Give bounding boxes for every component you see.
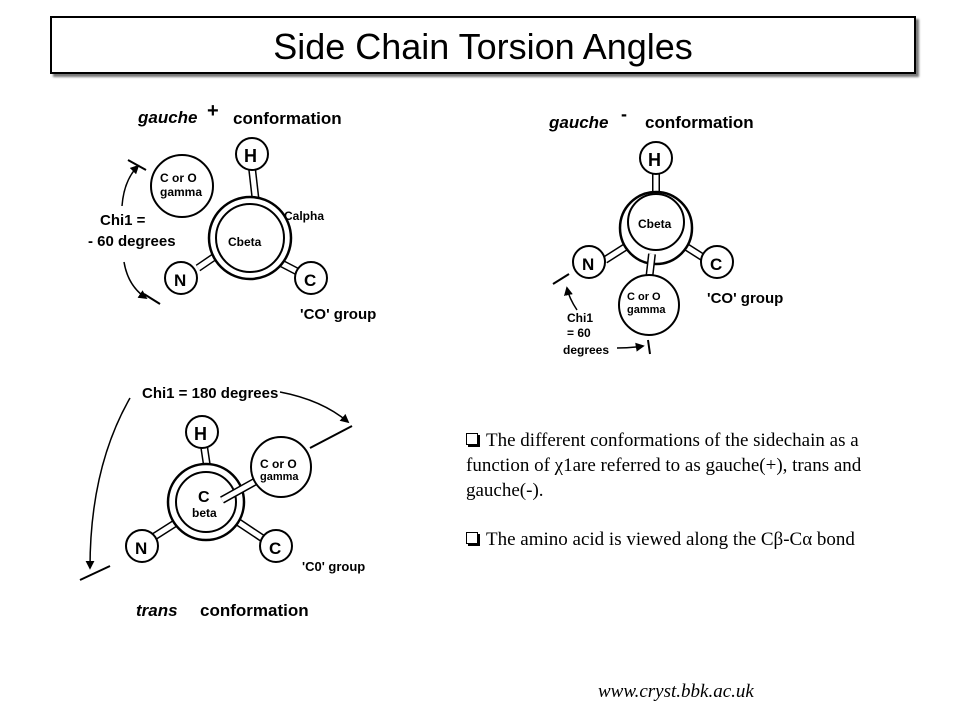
gp-calpha-label: Calpha xyxy=(284,209,324,223)
gp-arrow-down xyxy=(123,261,148,299)
checkbox-bullet-icon xyxy=(466,532,478,544)
gp-c-label: C xyxy=(304,271,316,290)
gauche-plus-diagram: gauche + conformation Cbeta Calpha H C o… xyxy=(88,100,376,323)
tr-n-label: N xyxy=(135,539,147,558)
tr-co-group: 'C0' group xyxy=(302,559,365,574)
bullet-text: The different conformations of the sidec… xyxy=(466,430,862,501)
trans-diagram: Chi1 = 180 degrees C beta H C or O gamma… xyxy=(79,385,365,620)
tr-arrow-right xyxy=(279,391,350,424)
page-title: Side Chain Torsion Angles xyxy=(273,26,693,67)
gp-side-atom xyxy=(150,154,214,218)
gauche-plus-conformation: conformation xyxy=(233,109,342,128)
tr-n-atom xyxy=(125,529,159,563)
gauche-plus-word: gauche xyxy=(137,108,198,127)
checkbox-bullet-icon xyxy=(466,433,478,445)
gp-arrow-up xyxy=(121,164,140,207)
bullet-item: The different conformations of the sidec… xyxy=(466,428,886,503)
gm-co-group: 'CO' group xyxy=(707,290,783,307)
gp-side-line2: gamma xyxy=(160,185,202,199)
tr-cbeta-circle xyxy=(175,471,237,533)
gauche-minus-diagram: gauche - conformation Cbeta H N C C or O… xyxy=(548,104,783,357)
title-box: Side Chain Torsion Angles xyxy=(50,16,916,74)
tr-h-atom xyxy=(185,415,219,449)
gauche-plus-sign: + xyxy=(207,100,219,122)
gm-center-label: Cbeta xyxy=(638,217,672,231)
bullet-item: The amino acid is viewed along the Cβ-Cα… xyxy=(466,527,886,552)
gm-tick-bottom xyxy=(647,339,651,355)
gm-h-atom xyxy=(639,141,673,175)
gm-tick-left xyxy=(552,273,570,285)
gm-h-label: H xyxy=(648,150,661,170)
gp-chi-line1: Chi1 = xyxy=(100,212,146,229)
gp-cbeta-circle xyxy=(215,203,285,273)
bullet-list: The different conformations of the sidec… xyxy=(466,428,886,576)
gm-chi-line3: degrees xyxy=(563,343,609,357)
tr-side-atom xyxy=(250,436,312,498)
gp-side-line1: C or O xyxy=(160,171,197,185)
footer-url: www.cryst.bbk.ac.uk xyxy=(598,681,754,702)
gm-chi-line2: = 60 xyxy=(567,326,591,340)
gm-side-line2: gamma xyxy=(627,304,666,316)
bullet-text: The amino acid is viewed along the Cβ-Cα… xyxy=(486,529,855,550)
gauche-minus-word: gauche xyxy=(548,113,609,132)
gp-n-atom xyxy=(164,261,198,295)
tr-c-label: C xyxy=(269,539,281,558)
gp-c-atom xyxy=(294,261,328,295)
gp-tick-top xyxy=(127,159,147,171)
gm-n-label: N xyxy=(582,255,594,274)
gm-c-label: C xyxy=(710,255,722,274)
gm-c-atom xyxy=(700,245,734,279)
tr-h-label: H xyxy=(194,424,207,444)
tr-center-line2: beta xyxy=(192,506,217,520)
gm-cbeta-circle xyxy=(627,193,685,251)
tr-tick-left xyxy=(79,565,111,581)
gp-tick-bottom xyxy=(143,293,161,305)
gp-co-group: 'CO' group xyxy=(300,306,376,323)
tr-center-line1: C xyxy=(198,489,210,506)
gp-chi-line2: - 60 degrees xyxy=(88,233,176,250)
tr-side-line2: gamma xyxy=(260,471,299,483)
gm-arrow-left xyxy=(564,286,578,311)
gp-n-label: N xyxy=(174,271,186,290)
tr-c-atom xyxy=(259,529,293,563)
gm-side-line1: C or O xyxy=(627,291,661,303)
tr-side-line1: C or O xyxy=(260,457,297,471)
tr-arrow-left xyxy=(85,397,131,570)
gm-arrow-bottom xyxy=(616,342,645,352)
tr-chi-label: Chi1 = 180 degrees xyxy=(142,385,278,402)
gauche-minus-conformation: conformation xyxy=(645,113,754,132)
tr-tick-right xyxy=(309,425,353,449)
gm-side-atom xyxy=(618,274,680,336)
tr-conformation: conformation xyxy=(200,601,309,620)
gm-n-atom xyxy=(572,245,606,279)
gp-center-label: Cbeta xyxy=(228,235,262,249)
gp-h-atom xyxy=(235,137,269,171)
gp-h-label: H xyxy=(244,146,257,166)
tr-word: trans xyxy=(136,601,178,620)
gauche-minus-sign: - xyxy=(621,104,627,124)
gm-chi-line1: Chi1 xyxy=(567,311,593,325)
